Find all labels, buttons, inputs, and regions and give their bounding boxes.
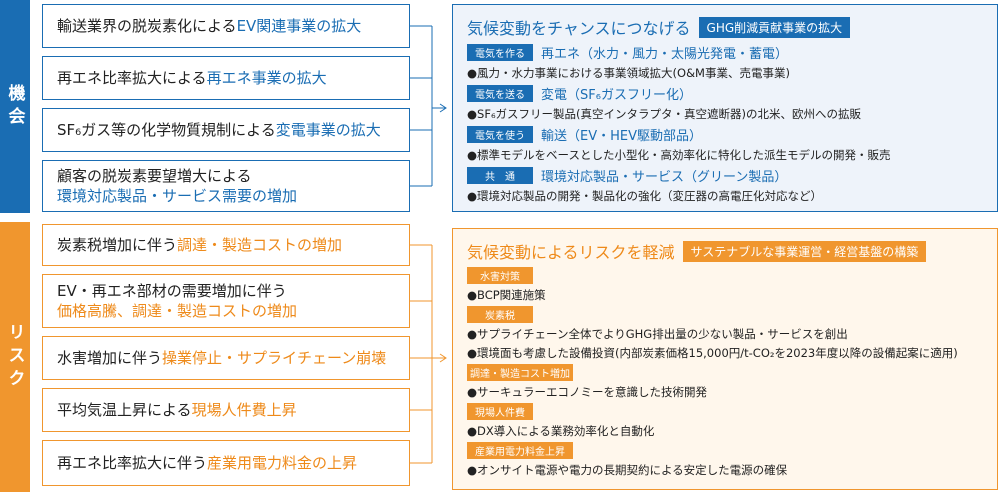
opportunity-item-tag: 共 通 — [467, 167, 533, 184]
risk-highlight: 操業停止・サプライチェーン崩壊 — [162, 349, 387, 367]
opportunity-box: 顧客の脱炭素要望増大による環境対応製品・サービス需要の増加 — [42, 160, 410, 212]
panel-title: 気候変動をチャンスにつなげる — [467, 19, 691, 38]
opportunity-item-title: 再エネ（水力・風力・太陽光発電・蓄電） — [541, 47, 789, 62]
risk-item-tag: 炭素税 — [467, 306, 533, 323]
opportunity-text: SF₆ガス等の化学物質規制による — [57, 121, 276, 139]
panel-tag: サステナブルな事業運営・経営基盤の構築 — [682, 240, 927, 262]
opportunity-item-title: 環境対応製品・サービス（グリーン製品） — [541, 170, 788, 185]
opportunity-item-tag: 電気を作る — [467, 44, 533, 61]
risk-item-tag: 現場人件費 — [467, 403, 533, 420]
opportunity-item-bullet: ●風力・水力事業における事業領域拡大(O&M事業、売電事業) — [467, 66, 790, 80]
risk-item-bullet: ●サーキュラーエコノミーを意識した技術開発 — [467, 385, 708, 399]
opportunity-item: 電気を送る変電（SF₆ガスフリー化） — [467, 84, 983, 103]
opportunity-item-tag: 電気を送る — [467, 85, 533, 102]
risk-box: 炭素税増加に伴う調達・製造コストの増加 — [42, 224, 410, 266]
opportunity-box: SF₆ガス等の化学物質規制による変電事業の拡大 — [42, 108, 410, 152]
opportunity-box: 再エネ比率拡大による再エネ事業の拡大 — [42, 56, 410, 100]
risk-item-bullet: ●BCP関連施策 — [467, 288, 546, 302]
risk-item-bullet: ●DX導入による業務効率化と自動化 — [467, 424, 655, 438]
panel-tag: GHG削減貢献事業の拡大 — [698, 16, 851, 38]
risk-text: EV・再エネ部材の需要増加に伴う — [57, 282, 287, 300]
risk-text: 炭素税増加に伴う — [57, 236, 178, 254]
panel-title: 気候変動によるリスクを軽減 — [467, 243, 675, 262]
opportunity-item: 電気を使う輸送（EV・HEV駆動部品） — [467, 125, 983, 144]
risk-item-tag: 水害対策 — [467, 267, 533, 284]
risk-highlight: 価格高騰、調達・製造コストの増加 — [57, 302, 298, 320]
opportunity-text: 輸送業界の脱炭素化による — [57, 17, 237, 35]
opportunity-item-bullet: ●標準モデルをベースとした小型化・高効率化に特化した派生モデルの開発・販売 — [467, 148, 891, 162]
opportunity-panel: 気候変動をチャンスにつなげる GHG削減貢献事業の拡大 電気を作る再エネ（水力・風… — [452, 4, 998, 212]
risk-box: EV・再エネ部材の需要増加に伴う価格高騰、調達・製造コストの増加 — [42, 274, 410, 328]
opportunity-item-tag: 電気を使う — [467, 126, 533, 143]
category-opportunity: 機会 — [0, 0, 30, 213]
opportunity-box: 輸送業界の脱炭素化によるEV関連事業の拡大 — [42, 4, 410, 48]
risk-box: 平均気温上昇による現場人件費上昇 — [42, 388, 410, 432]
opportunity-highlight: 環境対応製品・サービス需要の増加 — [57, 187, 298, 205]
category-risk: リスク — [0, 222, 30, 492]
opportunity-text: 顧客の脱炭素要望増大による — [57, 167, 252, 185]
risk-highlight: 産業用電力料金の上昇 — [207, 454, 358, 472]
risk-text: 再エネ比率拡大に伴う — [57, 454, 208, 472]
risk-text: 平均気温上昇による — [57, 401, 192, 419]
opportunity-highlight: 変電事業の拡大 — [275, 121, 381, 139]
risk-text: 水害増加に伴う — [57, 349, 163, 367]
risk-box: 再エネ比率拡大に伴う産業用電力料金の上昇 — [42, 440, 410, 486]
opportunity-item: 電気を作る再エネ（水力・風力・太陽光発電・蓄電） — [467, 43, 983, 62]
opportunity-highlight: EV関連事業の拡大 — [236, 17, 362, 35]
risk-highlight: 現場人件費上昇 — [191, 401, 297, 419]
opportunity-item-title: 変電（SF₆ガスフリー化） — [541, 88, 692, 103]
risk-highlight: 調達・製造コストの増加 — [177, 236, 343, 254]
risk-panel: 気候変動によるリスクを軽減サステナブルな事業運営・経営基盤の構築 水害対策 ●BC… — [452, 228, 998, 490]
risk-box: 水害増加に伴う操業停止・サプライチェーン崩壊 — [42, 336, 410, 380]
risk-item-bullet: ●環境面も考慮した設備投資(内部炭素価格15,000円/t-CO₂を2023年度… — [467, 346, 958, 360]
opportunity-item-bullet: ●SF₆ガスフリー製品(真空インタラプタ・真空遮断器)の北米、欧州への拡販 — [467, 107, 862, 121]
opportunity-item-title: 輸送（EV・HEV駆動部品） — [541, 129, 702, 144]
opportunity-highlight: 再エネ事業の拡大 — [206, 69, 327, 87]
risk-item-bullet: ●サプライチェーン全体でよりGHG排出量の少ない製品・サービスを創出 — [467, 327, 848, 341]
opportunity-text: 再エネ比率拡大による — [57, 69, 207, 87]
risk-item-tag: 調達・製造コスト増加 — [467, 364, 573, 381]
risk-item-bullet: ●オンサイト電源や電力の長期契約による安定した電源の確保 — [467, 463, 788, 477]
opportunity-item-bullet: ●環境対応製品の開発・製品化の強化（変圧器の高電圧化対応など） — [467, 189, 823, 203]
risk-item-tag: 産業用電力料金上昇 — [467, 442, 573, 459]
opportunity-item: 共 通環境対応製品・サービス（グリーン製品） — [467, 166, 983, 185]
